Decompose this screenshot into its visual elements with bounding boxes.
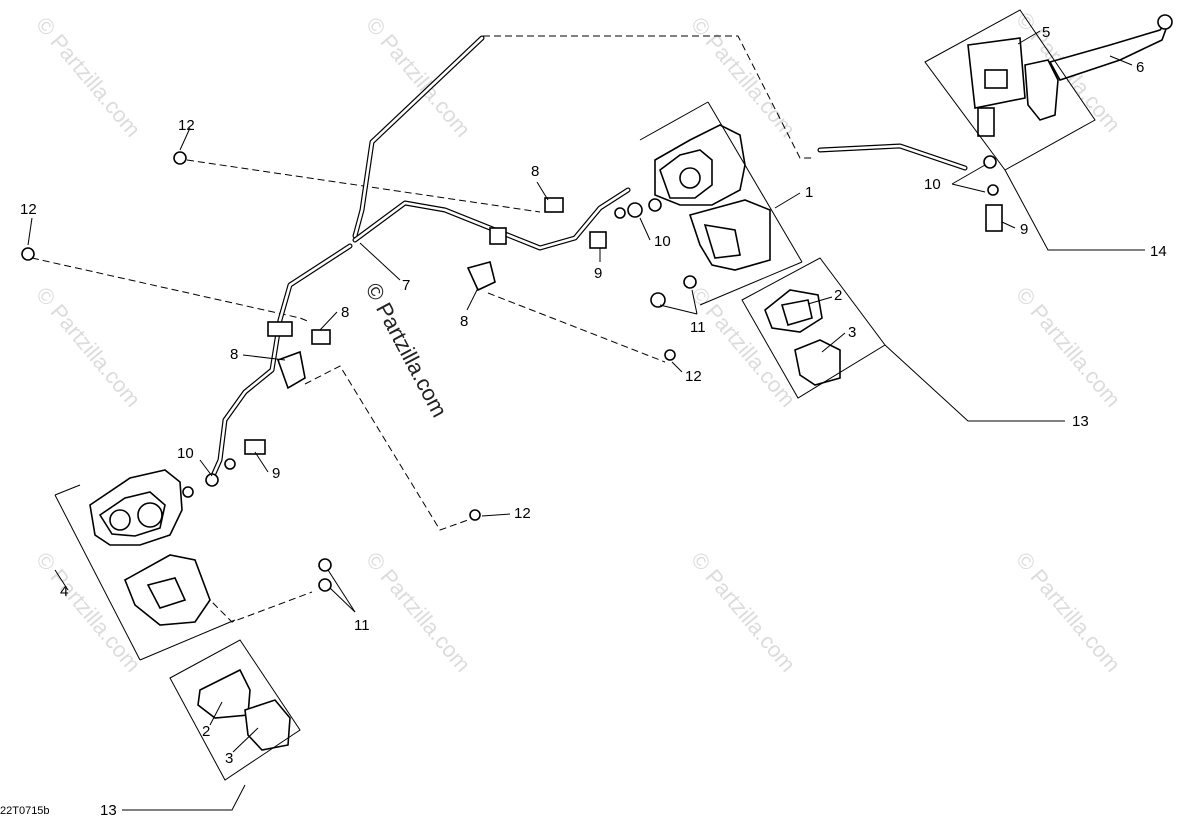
caliper-left bbox=[89, 469, 211, 626]
callouts: 1 2 3 5 6 7 8 8 8 8 9 9 9 10 10 10 11 11… bbox=[20, 24, 1167, 817]
master-cylinder bbox=[967, 14, 1173, 137]
callout-12[interactable]: 12 bbox=[20, 201, 37, 218]
watermark: © Partzilla.com bbox=[31, 547, 145, 677]
callout-7[interactable]: 7 bbox=[402, 277, 410, 294]
brake-lines bbox=[209, 35, 968, 481]
watermark-center: © Partzilla.com bbox=[361, 279, 453, 422]
callout-1[interactable]: 1 bbox=[805, 184, 813, 201]
callout-8[interactable]: 8 bbox=[341, 304, 349, 321]
callout-3[interactable]: 3 bbox=[848, 324, 856, 341]
callout-4[interactable]: 4 bbox=[60, 583, 68, 600]
callout-6[interactable]: 6 bbox=[1136, 59, 1144, 76]
callout-2[interactable]: 2 bbox=[834, 287, 842, 304]
watermark: © Partzilla.com bbox=[31, 12, 145, 142]
callout-11[interactable]: 11 bbox=[690, 319, 706, 336]
watermark: © Partzilla.com bbox=[686, 12, 800, 142]
brake-pads-right bbox=[764, 289, 841, 386]
watermark: © Partzilla.com bbox=[1011, 547, 1125, 677]
callout-10[interactable]: 10 bbox=[924, 176, 941, 193]
callout-12[interactable]: 12 bbox=[178, 117, 195, 134]
callout-14[interactable]: 14 bbox=[1150, 243, 1167, 260]
callout-10[interactable]: 10 bbox=[654, 233, 671, 250]
callout-5[interactable]: 5 bbox=[1042, 24, 1050, 41]
brake-pads-left bbox=[197, 668, 291, 751]
watermark: © Partzilla.com bbox=[361, 12, 475, 142]
watermark: © Partzilla.com bbox=[31, 282, 145, 412]
hardware bbox=[21, 151, 1003, 592]
callout-12[interactable]: 12 bbox=[685, 368, 702, 385]
callout-13[interactable]: 13 bbox=[1072, 413, 1089, 430]
watermark: © Partzilla.com bbox=[1011, 282, 1125, 412]
callout-9[interactable]: 9 bbox=[272, 465, 280, 482]
callout-8[interactable]: 8 bbox=[460, 313, 468, 330]
callout-8[interactable]: 8 bbox=[230, 346, 238, 363]
callout-13[interactable]: 13 bbox=[100, 802, 117, 817]
callout-10[interactable]: 10 bbox=[177, 445, 194, 462]
watermark: © Partzilla.com bbox=[361, 547, 475, 677]
callout-2[interactable]: 2 bbox=[202, 723, 210, 740]
leader-lines bbox=[27, 30, 1145, 811]
callout-12[interactable]: 12 bbox=[514, 505, 531, 522]
callout-9[interactable]: 9 bbox=[1020, 221, 1028, 238]
group-brackets bbox=[54, 9, 1096, 781]
caliper-right bbox=[654, 124, 771, 271]
callout-9[interactable]: 9 bbox=[594, 265, 602, 282]
callout-11[interactable]: 11 bbox=[354, 617, 370, 634]
drawing-code: 22T0715b bbox=[0, 805, 50, 817]
callout-8[interactable]: 8 bbox=[531, 163, 539, 180]
watermark: © Partzilla.com bbox=[686, 547, 800, 677]
callout-3[interactable]: 3 bbox=[225, 750, 233, 767]
